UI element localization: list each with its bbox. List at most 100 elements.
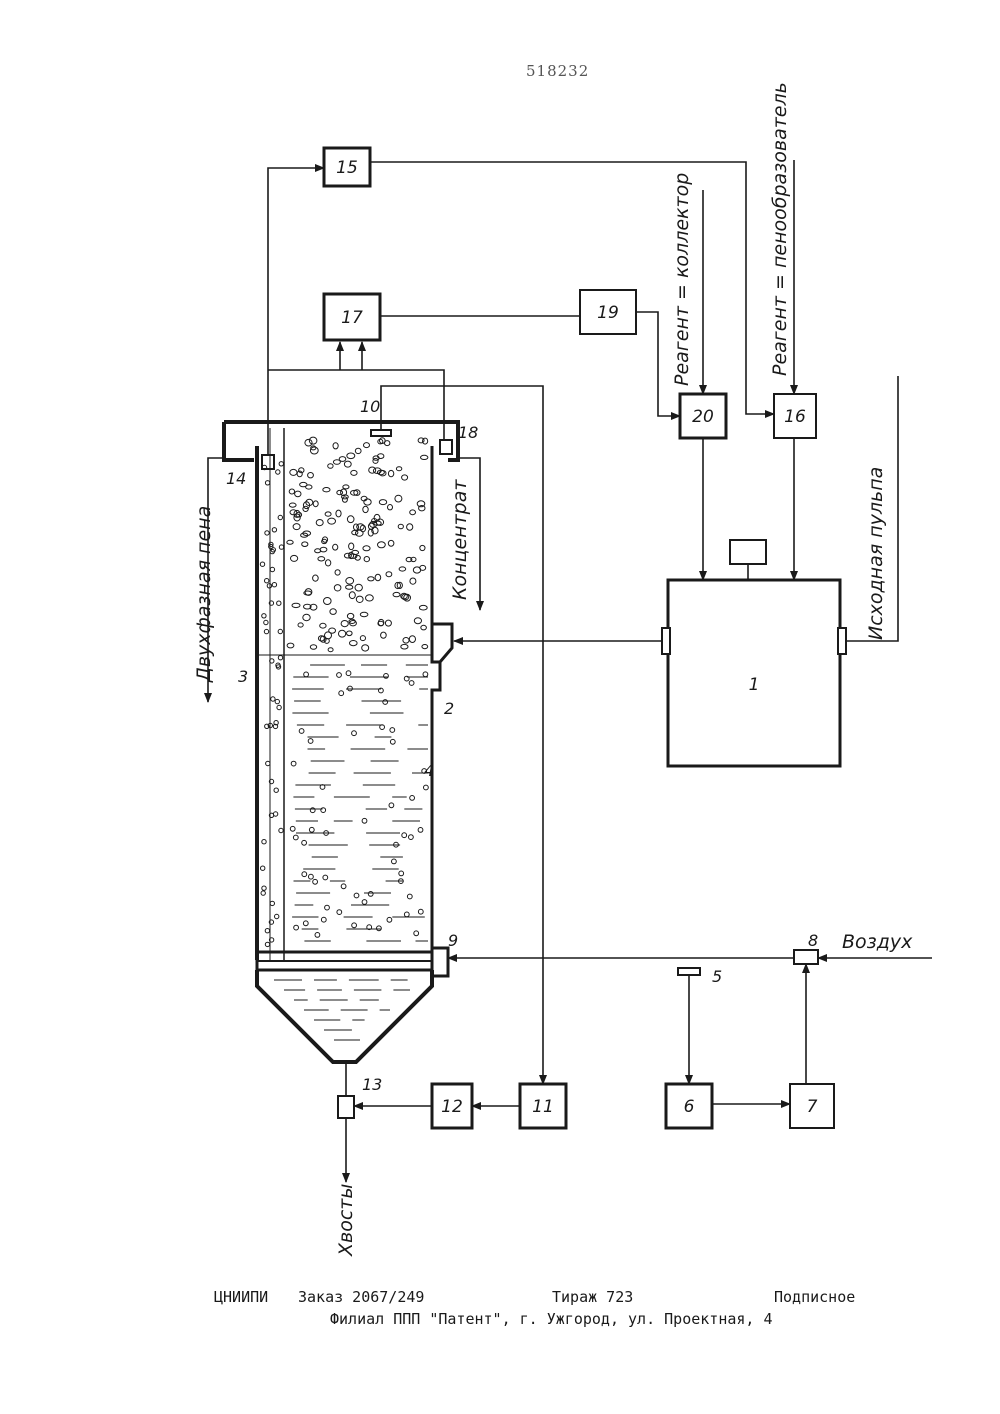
block-17-label: 17 bbox=[341, 308, 363, 328]
froth-bubble bbox=[409, 636, 415, 643]
froth-bubble bbox=[330, 609, 336, 615]
froth-bubble bbox=[388, 470, 393, 476]
pulp-bubble bbox=[418, 909, 423, 914]
pulp-bubble bbox=[309, 874, 314, 879]
foam-label: Двухфазная пена bbox=[193, 506, 215, 683]
block-15-label: 15 bbox=[336, 158, 358, 178]
channel-bubble bbox=[260, 562, 264, 566]
part-8-label: 8 bbox=[808, 931, 818, 950]
channel-bubble bbox=[264, 629, 268, 633]
pulp-bubble bbox=[321, 917, 326, 922]
froth-bubble bbox=[328, 518, 336, 524]
pulp-bubble bbox=[308, 739, 313, 744]
froth-bubble bbox=[421, 625, 427, 630]
block-19-label: 19 bbox=[597, 303, 619, 323]
froth-bubble bbox=[360, 636, 365, 641]
froth-bubble bbox=[303, 614, 310, 620]
froth-bubble bbox=[309, 437, 317, 444]
block-12-label: 12 bbox=[441, 1097, 463, 1117]
froth-bubble bbox=[399, 567, 406, 571]
froth-bubble bbox=[363, 546, 370, 551]
sensor-10 bbox=[371, 430, 391, 436]
froth-bubble bbox=[351, 470, 357, 475]
valve-13 bbox=[338, 1096, 354, 1118]
pulp-bubble bbox=[354, 893, 359, 898]
froth-bubble bbox=[292, 603, 300, 607]
froth-bubble bbox=[363, 506, 368, 512]
froth-bubble bbox=[362, 645, 369, 651]
part-18-label: 18 bbox=[458, 423, 478, 442]
pulp-bubble bbox=[293, 835, 298, 840]
pulp-bubble bbox=[404, 912, 409, 917]
froth-bubble bbox=[346, 578, 354, 585]
froth-bubble bbox=[325, 632, 332, 639]
pulp-bubble bbox=[387, 917, 392, 922]
froth-bubble bbox=[355, 584, 362, 591]
froth-bubble bbox=[347, 613, 353, 618]
block-1-right-port bbox=[838, 628, 846, 654]
froth-bubble bbox=[323, 488, 330, 492]
part-3-label: 3 bbox=[238, 667, 248, 686]
block-11-label: 11 bbox=[532, 1097, 554, 1117]
froth-bubble bbox=[385, 620, 391, 626]
pulp-bubble bbox=[368, 892, 373, 897]
pulp-bubble bbox=[294, 925, 299, 930]
footer-subscription: Подписное bbox=[774, 1288, 855, 1306]
pulp-bubble bbox=[339, 691, 344, 696]
pulp-bubble bbox=[315, 933, 320, 938]
collector-reagent-label: Реагент = коллектор bbox=[671, 173, 693, 386]
froth-bubble bbox=[302, 542, 308, 547]
froth-bubble bbox=[398, 524, 403, 529]
air-label: Воздух bbox=[842, 931, 913, 953]
pulp-bubble bbox=[299, 729, 304, 734]
tails-label: Хвосты bbox=[335, 1184, 357, 1257]
channel-bubble bbox=[261, 891, 265, 895]
pulp-bubble bbox=[383, 700, 388, 705]
sensor-14 bbox=[262, 455, 274, 469]
channel-bubble bbox=[267, 584, 271, 588]
pulp-bubble bbox=[407, 894, 412, 899]
channel-bubble bbox=[262, 886, 266, 890]
footer-order: Заказ 2067/249 bbox=[298, 1288, 424, 1306]
pulp-bubble bbox=[321, 808, 326, 813]
pulp-bubble bbox=[402, 833, 407, 838]
channel-bubble bbox=[272, 528, 276, 532]
valve-8 bbox=[794, 950, 818, 964]
froth-bubble bbox=[350, 641, 358, 646]
froth-bubble bbox=[308, 473, 314, 478]
pulp-bubble bbox=[309, 827, 314, 832]
channel-bubble bbox=[275, 914, 279, 918]
channel-bubble bbox=[278, 515, 282, 519]
block-1 bbox=[668, 580, 840, 766]
froth-bubble bbox=[419, 605, 427, 610]
froth-bubble bbox=[316, 520, 323, 526]
froth-bubble bbox=[422, 645, 428, 649]
pulp-bubble bbox=[409, 681, 414, 686]
froth-bubble bbox=[335, 570, 340, 575]
froth-bubble bbox=[300, 482, 307, 486]
part-14-label: 14 bbox=[226, 469, 246, 488]
froth-bubble bbox=[410, 510, 416, 515]
block-20-label: 20 bbox=[692, 407, 714, 427]
froth-bubble bbox=[305, 439, 312, 446]
froth-bubble bbox=[373, 458, 378, 463]
froth-bubble bbox=[378, 542, 386, 548]
frother-reagent-label: Реагент = пенообразователь bbox=[769, 82, 791, 376]
froth-bubble bbox=[421, 455, 428, 459]
froth-bubble bbox=[325, 560, 330, 566]
part-10-label: 10 bbox=[360, 397, 380, 416]
pulp-bubble bbox=[389, 803, 394, 808]
pulp-bubble bbox=[384, 674, 389, 679]
footer-branch: Филиал ППП "Патент", г. Ужгород, ул. Про… bbox=[330, 1310, 773, 1328]
channel-bubble bbox=[262, 840, 266, 844]
block-6-label: 6 bbox=[684, 1097, 695, 1117]
pulp-bubble bbox=[290, 826, 295, 831]
footer-org: ЦНИИПИ bbox=[214, 1288, 268, 1306]
sensor-18 bbox=[440, 440, 452, 454]
pulp-bubble bbox=[303, 921, 308, 926]
channel-bubble bbox=[265, 942, 269, 946]
froth-bubble bbox=[349, 592, 355, 599]
froth-bubble bbox=[403, 638, 409, 644]
channel-bubble bbox=[264, 620, 268, 624]
